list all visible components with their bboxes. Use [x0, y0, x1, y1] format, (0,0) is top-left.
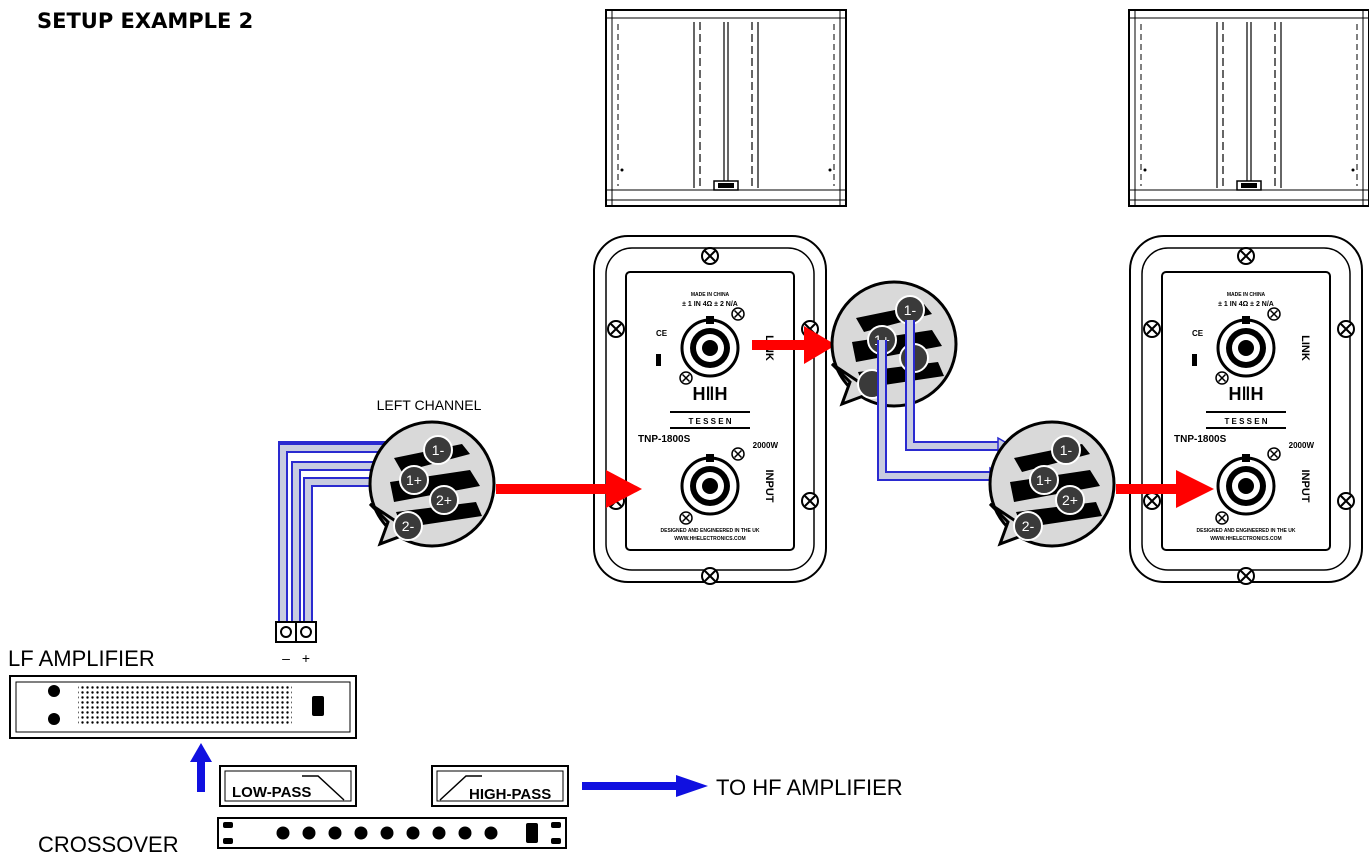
speaker-cabinet-right [1128, 9, 1369, 207]
svg-text:1-: 1- [1060, 442, 1073, 458]
left-channel-label: LEFT CHANNEL [377, 397, 482, 413]
svg-text:1-: 1- [904, 302, 917, 318]
left-channel-plug: 1- 1+ 2+ 2- [368, 420, 496, 548]
ce-mark: CE [656, 329, 668, 338]
connector-plate-right: MADE IN CHINA ± 1 IN 4Ω ± 2 N/A LINK CE … [1129, 235, 1363, 585]
amp-terminal-block: – + [275, 621, 317, 666]
screw-icon [607, 320, 625, 338]
model-label: TNP-1800S [638, 434, 691, 445]
made-in-label: MADE IN CHINA [1227, 292, 1266, 298]
to-hf-amplifier-label: TO HF AMPLIFIER [716, 775, 903, 800]
designed-label: DESIGNED AND ENGINEERED IN THE UK [1197, 528, 1296, 534]
power-label: 2000W [1289, 441, 1315, 450]
website-label: WWW.HHELECTRONICS.COM [1210, 536, 1281, 542]
pinout-label: ± 1 IN 4Ω ± 2 N/A [1218, 301, 1274, 308]
svg-text:2-: 2- [1022, 518, 1035, 534]
screw-icon [1215, 511, 1229, 525]
lf-amplifier-label: LF AMPLIFIER [8, 646, 155, 671]
screw-icon [1215, 371, 1229, 385]
screw-icon [701, 247, 719, 265]
weee-icon [1192, 354, 1197, 366]
screw-icon [1337, 320, 1355, 338]
pin-2-minus [1013, 511, 1043, 541]
link-label: LINK [1299, 335, 1311, 361]
hh-logo: H‖H [1229, 384, 1264, 404]
designed-label: DESIGNED AND ENGINEERED IN THE UK [661, 528, 760, 534]
model-label: TNP-1800S [1174, 434, 1227, 445]
link-cable [877, 320, 1014, 486]
signal-arrow-right-input [1116, 470, 1214, 508]
link-plug: 1- 1+ [830, 280, 958, 408]
screw-icon [731, 307, 745, 321]
screw-icon [801, 492, 819, 510]
website-label: WWW.HHELECTRONICS.COM [674, 536, 745, 542]
pin-1-minus [423, 435, 453, 465]
screw-icon [1143, 492, 1161, 510]
signal-arrow-link-out [752, 326, 836, 364]
screw-icon [701, 567, 719, 585]
pin-2-plus [1055, 485, 1085, 515]
brand-label: T E S S E N [688, 417, 731, 426]
svg-text:1-: 1- [432, 442, 445, 458]
screw-icon [1143, 320, 1161, 338]
crossover-unit [217, 817, 567, 849]
terminal-plus-label: + [302, 650, 310, 666]
svg-text:2+: 2+ [1062, 492, 1078, 508]
screw-icon [679, 511, 693, 525]
weee-icon [656, 354, 661, 366]
svg-text:1+: 1+ [406, 472, 422, 488]
screw-icon [1267, 307, 1281, 321]
pin-2-plus [429, 485, 459, 515]
svg-text:2-: 2- [402, 518, 415, 534]
pin-1-minus [1051, 435, 1081, 465]
screw-icon [1237, 567, 1255, 585]
page-title: SETUP EXAMPLE 2 [37, 9, 253, 33]
hh-logo: H‖H [693, 384, 728, 404]
connector-plate-left: MADE IN CHINA ± 1 IN 4Ω ± 2 N/A LINK CE … [593, 235, 827, 585]
made-in-label: MADE IN CHINA [691, 292, 730, 298]
low-pass-filter: LOW-PASS [219, 765, 357, 807]
screw-icon [1237, 247, 1255, 265]
svg-text:1+: 1+ [1036, 472, 1052, 488]
pinout-label: ± 1 IN 4Ω ± 2 N/A [682, 301, 738, 308]
to-hf-arrow [582, 775, 708, 797]
speaker-cabinet-left [605, 9, 847, 207]
pin-2-minus [393, 511, 423, 541]
input-label: INPUT [763, 470, 775, 503]
lf-amplifier-unit [9, 675, 357, 739]
brand-label: T E S S E N [1224, 417, 1267, 426]
crossover-to-amp-arrow [190, 743, 212, 792]
screw-icon [731, 447, 745, 461]
signal-arrow-amp-to-left-input [496, 470, 642, 508]
power-label: 2000W [753, 441, 779, 450]
input-label: INPUT [1299, 470, 1311, 503]
pin-1-plus [399, 465, 429, 495]
screw-icon [1337, 492, 1355, 510]
svg-text:2+: 2+ [436, 492, 452, 508]
terminal-minus-label: – [282, 650, 290, 666]
crossover-label: CROSSOVER [38, 832, 179, 857]
right-input-plug: 1- 1+ 2+ 2- [988, 420, 1116, 548]
screw-icon [679, 371, 693, 385]
high-pass-label: HIGH-PASS [469, 786, 551, 803]
screw-icon [1267, 447, 1281, 461]
ce-mark: CE [1192, 329, 1204, 338]
high-pass-filter: HIGH-PASS [431, 765, 569, 807]
low-pass-label: LOW-PASS [232, 784, 311, 801]
pin-1-plus [1029, 465, 1059, 495]
